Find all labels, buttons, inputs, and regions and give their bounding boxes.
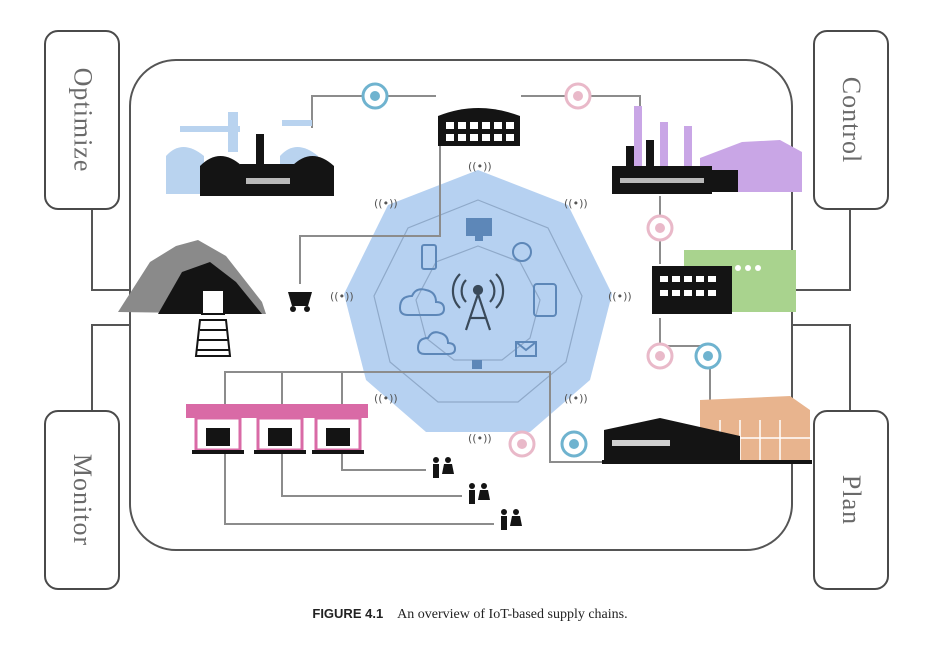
signal-icon: ((•)) <box>468 160 492 173</box>
monitor-icon <box>466 218 492 236</box>
rfid-tags <box>361 82 722 458</box>
signal-icon: ((•)) <box>564 392 588 405</box>
retail-stores <box>186 404 368 454</box>
store-1 <box>186 404 248 454</box>
optimize-label-box: Optimize <box>44 30 120 210</box>
globe-icon <box>512 242 532 262</box>
signal-icon: ((•)) <box>330 290 354 303</box>
signal-icon: ((•)) <box>374 392 398 405</box>
label-connectors <box>91 206 851 410</box>
supply-links <box>224 95 711 525</box>
cloud-download-icon <box>416 331 457 355</box>
signal-icon: ((•)) <box>374 197 398 210</box>
control-label-box: Control <box>813 30 889 210</box>
mine-cart-icon <box>288 292 312 306</box>
control-label: Control <box>837 76 867 164</box>
plan-label-box: Plan <box>813 410 889 590</box>
distribution-center <box>438 108 520 146</box>
optimize-label: Optimize <box>68 67 98 173</box>
tablet-icon <box>533 283 557 317</box>
phone-icon <box>421 244 437 270</box>
store-2 <box>248 404 310 454</box>
plan-label: Plan <box>836 474 866 526</box>
people-icon <box>501 509 522 530</box>
signal-icon: ((•)) <box>468 432 492 445</box>
signal-icon: ((•)) <box>564 197 588 210</box>
signal-icons: ((•)) ((•)) ((•)) ((•)) ((•)) ((•)) ((•)… <box>330 160 632 445</box>
logistics-hub <box>602 396 812 464</box>
cloud-upload-icon <box>398 288 446 316</box>
signal-icon: ((•)) <box>608 290 632 303</box>
green-warehouse <box>652 250 796 314</box>
manufacturing-plant <box>612 106 802 194</box>
people-icon <box>433 457 454 478</box>
store-3 <box>306 404 368 454</box>
mail-icon <box>515 341 537 357</box>
people-icon <box>469 483 490 504</box>
hub-middle-ring <box>373 199 583 403</box>
figure-number: FIGURE 4.1 <box>312 606 384 621</box>
lock-icon <box>472 360 482 369</box>
monitor-label: Monitor <box>68 453 98 547</box>
monitor-label-box: Monitor <box>44 410 120 590</box>
mine-site <box>118 240 312 357</box>
figure-caption-text: An overview of IoT-based supply chains. <box>397 607 628 622</box>
customers <box>433 457 522 530</box>
cell-tower-icon <box>451 273 505 331</box>
figure-caption: FIGURE 4.1 An overview of IoT-based suppl… <box>0 606 940 623</box>
refinery-factory <box>166 112 334 196</box>
